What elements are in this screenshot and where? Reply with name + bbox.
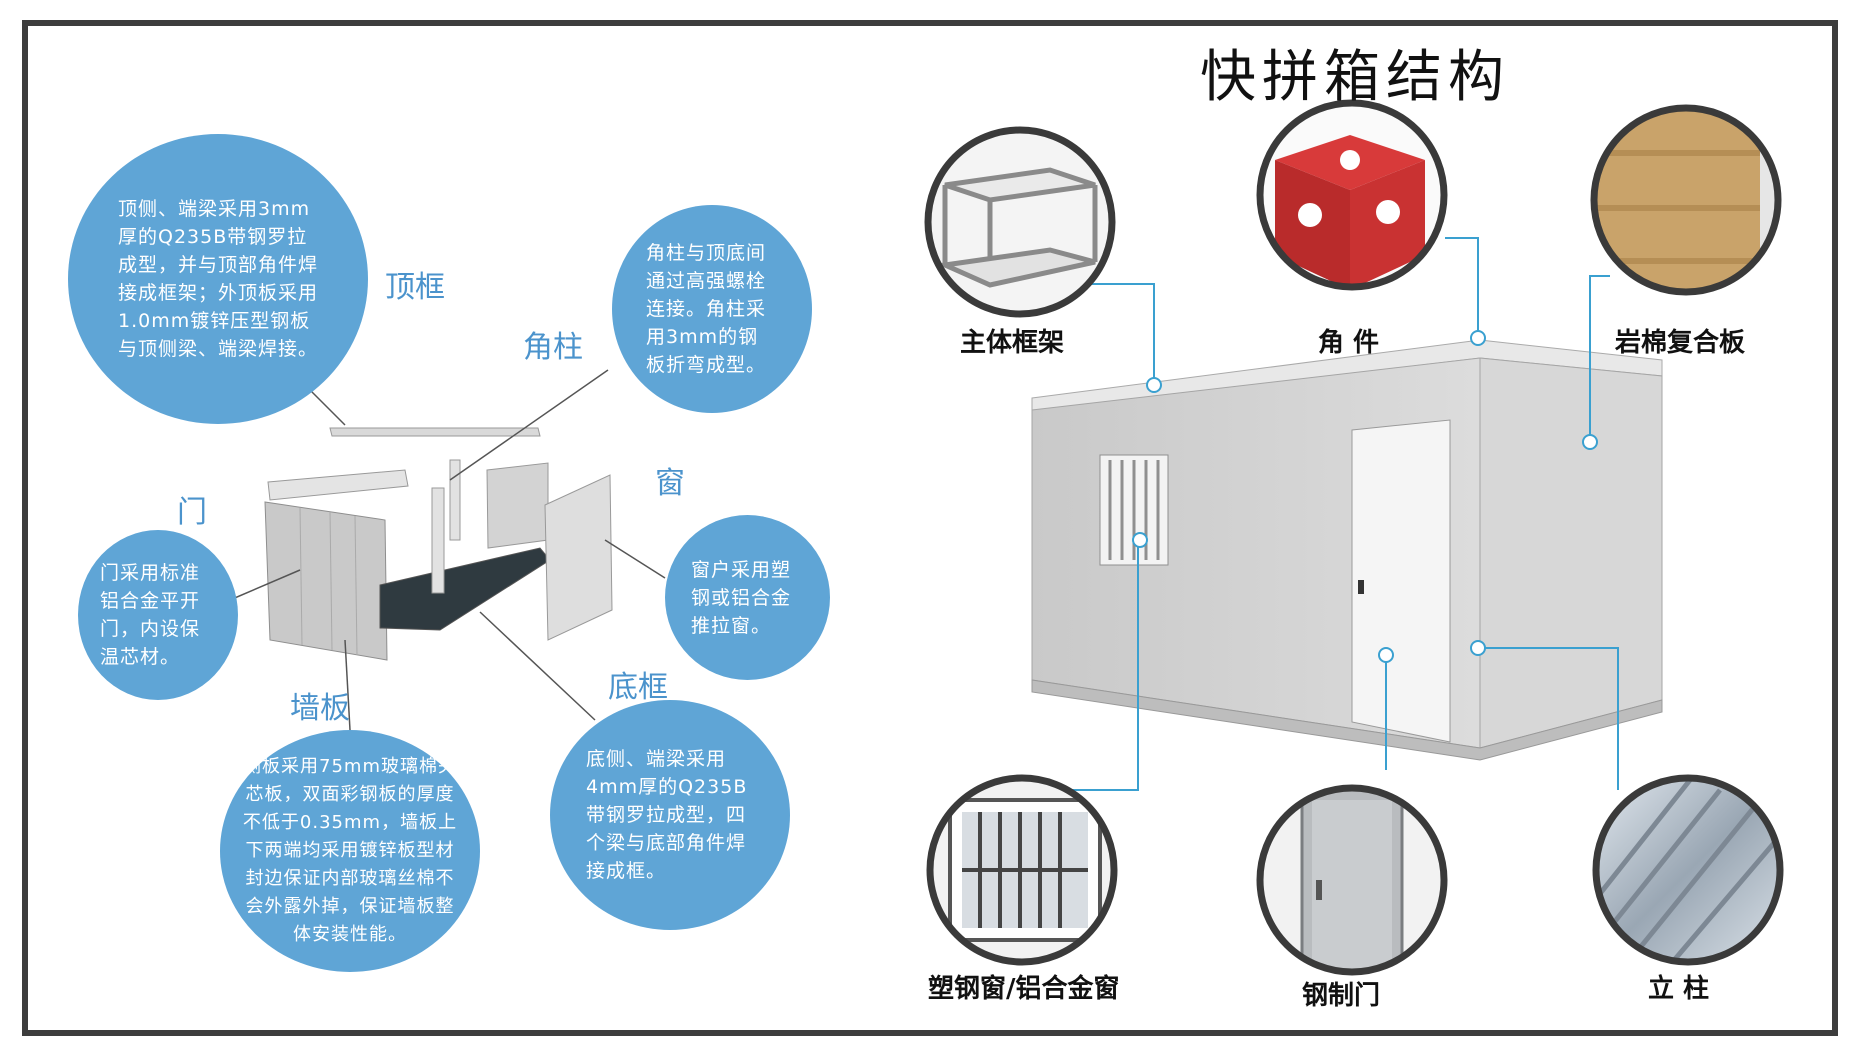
- corner-post-1: [431, 487, 445, 594]
- bubble-bottom-frame: 底侧、端梁采用4mm厚的Q235B带钢罗拉成型，四个梁与底部角件焊接成框。: [550, 700, 790, 930]
- connector-dots: [1132, 330, 1598, 663]
- corner-post-2: [449, 459, 461, 541]
- container-door: [1351, 419, 1451, 743]
- diagram-title: 快拼箱结构: [1200, 45, 1510, 110]
- bubble-door-text: 门采用标准铝合金平开门，内设保温芯材。: [100, 562, 201, 668]
- connector-lines: [1065, 237, 1619, 791]
- bubble-corner-post: 角柱与顶底间通过高强螺栓连接。角柱采用3mm的钢板折弯成型。: [612, 205, 812, 413]
- photo-main-frame: [924, 126, 1116, 318]
- bubble-top-frame-text: 顶侧、端梁采用3mm厚的Q235B带钢罗拉成型，并与顶部角件焊接成框架；外顶板采…: [118, 198, 319, 360]
- back-wall: [486, 462, 549, 549]
- part-label-window: 塑钢窗/铝合金窗: [928, 974, 1120, 1004]
- label-window: 窗: [655, 466, 685, 501]
- part-label-main-frame: 主体框架: [960, 328, 1065, 358]
- bubble-bottom-frame-text: 底侧、端梁采用4mm厚的Q235B带钢罗拉成型，四个梁与底部角件焊接成框。: [586, 748, 748, 882]
- photo-column: [1592, 774, 1784, 966]
- bubble-wall-panel-text: 侧板采用75mm玻璃棉夹芯板，双面彩钢板的厚度不低于0.35mm，墙板上下两端均…: [242, 756, 458, 945]
- door-panel: [264, 501, 388, 661]
- label-wall-panel: 墙板: [290, 691, 350, 726]
- bubble-window-text: 窗户采用塑钢或铝合金推拉窗。: [691, 558, 792, 637]
- bubble-wall-panel: 侧板采用75mm玻璃棉夹芯板，双面彩钢板的厚度不低于0.35mm，墙板上下两端均…: [220, 730, 480, 972]
- photo-rock-wool-panel: [1590, 104, 1782, 296]
- floor-frame: [379, 547, 551, 631]
- bubble-window: 窗户采用塑钢或铝合金推拉窗。: [665, 515, 830, 680]
- label-bottom-frame: 底框: [608, 670, 668, 705]
- photo-steel-door: [1256, 784, 1448, 976]
- part-label-column: 立 柱: [1648, 974, 1710, 1004]
- window-panel: [544, 474, 613, 641]
- part-label-steel-door: 钢制门: [1302, 981, 1381, 1011]
- label-top-frame: 顶框: [385, 270, 445, 305]
- container-illustration: [1031, 339, 1663, 761]
- part-label-rock-wool-panel: 岩棉复合板: [1615, 328, 1746, 358]
- bubble-door: 门采用标准铝合金平开门，内设保温芯材。: [78, 530, 238, 700]
- photo-corner-fitting: [1256, 99, 1448, 291]
- roof-plate: [329, 427, 541, 437]
- part-label-corner-fitting: 角 件: [1318, 328, 1380, 358]
- label-door: 门: [177, 495, 207, 530]
- photo-window: [926, 774, 1118, 966]
- bubble-top-frame: 顶侧、端梁采用3mm厚的Q235B带钢罗拉成型，并与顶部角件焊接成框架；外顶板采…: [68, 134, 368, 424]
- label-corner-post: 角柱: [523, 330, 583, 365]
- bubble-corner-post-text: 角柱与顶底间通过高强螺栓连接。角柱采用3mm的钢板折弯成型。: [646, 242, 767, 376]
- exploded-container: [264, 427, 613, 661]
